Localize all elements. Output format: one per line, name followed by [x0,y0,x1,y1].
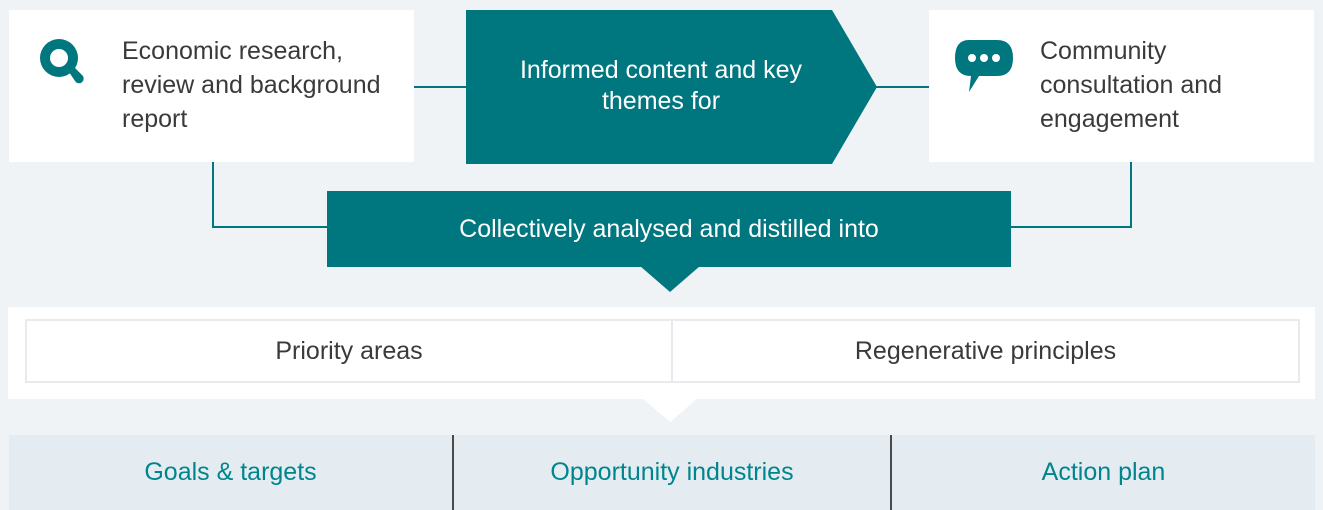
source-label-economic-research: Economic research, review and background… [122,37,381,133]
analysis-pointer [640,266,700,292]
regenerative-principles-cell: Regenerative principles [671,319,1300,383]
source-label-community-consultation: Community consultation and engagement [1040,37,1223,133]
analysis-box: Collectively analysed and distilled into [327,191,1011,267]
opportunity-industries-label: Opportunity industries [550,458,794,486]
informed-content-arrow: Informed content and key themes for [466,10,878,164]
connector-left-vertical [212,162,214,228]
priority-row: Priority areas Regenerative principles [8,307,1315,399]
outcomes-divider-1 [452,435,454,510]
chat-bubble-icon [953,38,1015,94]
connector-left-bottom [212,226,330,228]
goals-targets-label: Goals & targets [144,458,317,486]
priority-areas-cell: Priority areas [25,319,673,383]
regenerative-principles-label: Regenerative principles [854,336,1117,365]
outcomes-row: Goals & targets Opportunity industries A… [9,435,1315,510]
action-plan-label: Action plan [1041,458,1166,486]
source-box-community-consultation: Community consultation and engagement [929,10,1314,162]
informed-content-label: Informed content and key themes for [519,56,803,115]
opportunity-industries-cell: Opportunity industries [454,435,890,510]
outcomes-divider-2 [890,435,892,510]
action-plan-cell: Action plan [892,435,1315,510]
priority-areas-label: Priority areas [275,336,423,365]
connector-right-bottom [1010,226,1132,228]
connector-right-horizontal [870,86,930,88]
source-box-economic-research: Economic research, review and background… [9,10,414,162]
analysis-label: Collectively analysed and distilled into [459,214,879,243]
connector-right-vertical [1130,162,1132,228]
priority-pointer [642,398,698,422]
goals-targets-cell: Goals & targets [9,435,452,510]
search-icon [39,38,89,88]
connector-left-horizontal [414,86,474,88]
